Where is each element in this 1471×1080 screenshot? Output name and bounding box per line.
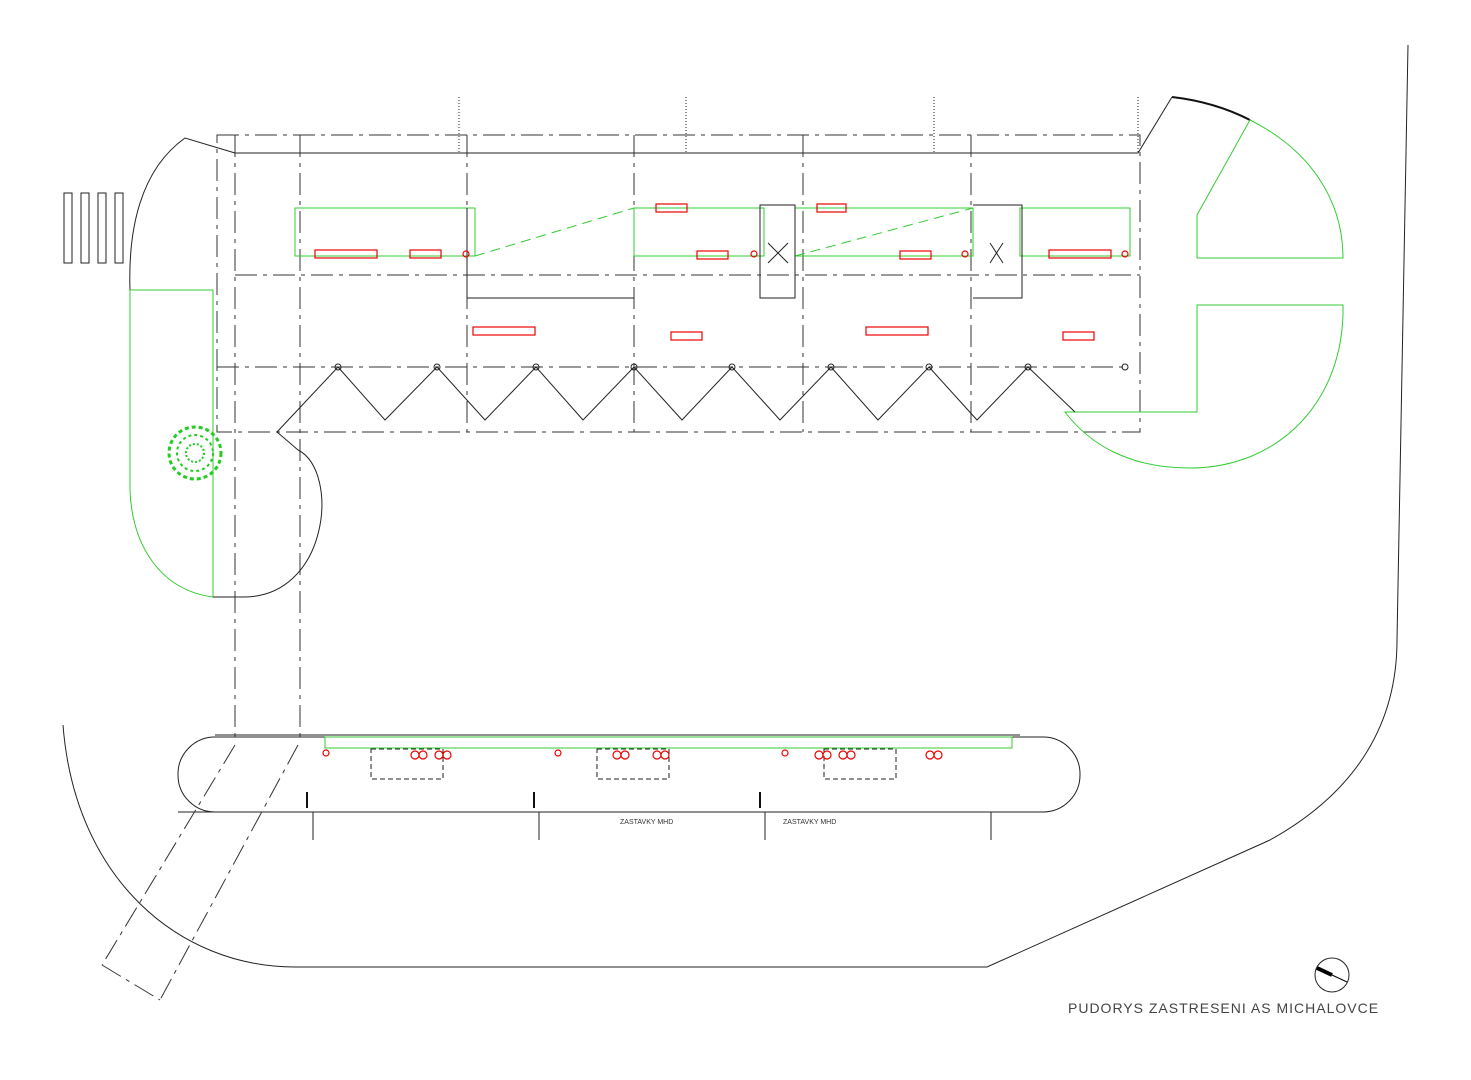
drawing-title: PUDORYS ZASTRESENI AS MICHALOVCE (1068, 1000, 1379, 1016)
walkway (101, 744, 299, 1001)
shelters (370, 748, 897, 780)
green-area-right-bottom (1063, 304, 1344, 469)
green-area-left (129, 289, 214, 598)
stop-label-1: ZASTAVKY MHD (620, 819, 673, 826)
bay-dividers (178, 811, 992, 840)
grid-lines (217, 135, 1140, 740)
platform-outlines (294, 204, 1131, 299)
tree-icon (167, 425, 223, 481)
platform-fixtures (322, 749, 943, 760)
roof-outline (235, 96, 1173, 154)
roof-grid (216, 134, 1141, 433)
platform-canopy (324, 736, 1013, 749)
north-arrow-icon (1314, 957, 1350, 993)
canopy-columns (334, 363, 1129, 371)
roof-arc (1171, 96, 1251, 121)
red-fixtures (314, 203, 1129, 341)
column-hatch (458, 97, 1139, 153)
left-arc (129, 137, 236, 291)
crosswalk (63, 192, 124, 264)
bus-turn (213, 366, 339, 598)
stop-label-2: ZASTAVKY MHD (783, 819, 836, 826)
direction-arrows (306, 792, 761, 808)
green-area-right-top (1196, 119, 1344, 259)
site-boundary (62, 44, 1409, 968)
canopy-zigzag (337, 366, 1076, 421)
